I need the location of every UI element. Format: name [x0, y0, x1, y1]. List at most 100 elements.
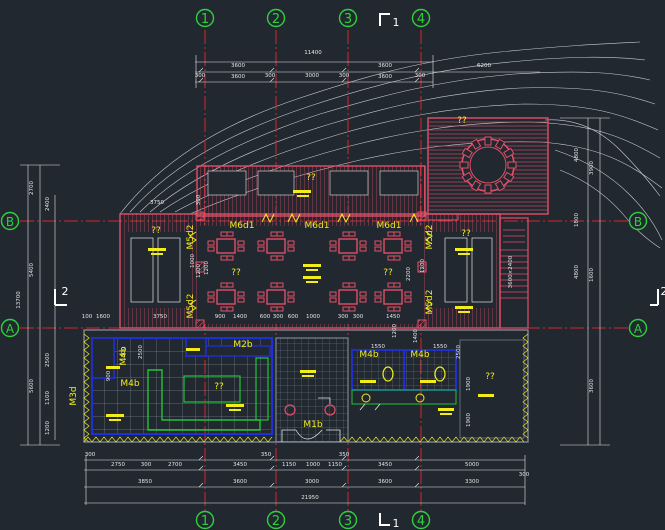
table-chair [342, 231, 350, 237]
table-chair [276, 306, 284, 312]
axis-bubble-A [0, 318, 20, 338]
table-chair [226, 306, 234, 312]
axis-bubble-label: 4 [417, 12, 425, 27]
table-top [383, 289, 403, 305]
dimension-text: 1000 [190, 254, 196, 268]
dimension-text: 5400 [29, 263, 35, 277]
table-chair [393, 306, 401, 312]
round-table-chair [470, 138, 482, 150]
table-chair [220, 231, 228, 237]
axis-bubble-4 [411, 8, 431, 28]
dimension-text: 1200 [420, 259, 426, 273]
dimension-text: 2500 [45, 353, 51, 367]
dimension-text: 1000 [306, 314, 320, 320]
table-top [266, 238, 286, 254]
dimension-text: 300 [265, 73, 276, 79]
dimension-text: 1100 [45, 391, 51, 405]
dimension-text: 3850 [138, 479, 152, 485]
dimension-text: 3750 [150, 200, 164, 206]
section-mark-label: 1 [393, 517, 400, 530]
dimension-text: 4800 [574, 265, 580, 279]
door-label: M6d1 [377, 221, 402, 231]
table-chair [342, 282, 350, 288]
table-chair [257, 297, 265, 303]
service-block [83, 329, 529, 443]
table-top [266, 289, 286, 305]
dining-tables [207, 231, 412, 312]
table-top [383, 238, 403, 254]
axis-bubble-label: 1 [201, 514, 209, 529]
table-chair [270, 255, 278, 261]
door-label: M3d [69, 386, 79, 405]
section-arrow [379, 13, 390, 26]
table-chair [287, 240, 295, 246]
table-chair [359, 297, 367, 303]
dimension-text: 600 [260, 314, 271, 320]
table-top [338, 238, 358, 254]
dimension-text: 2200 [406, 267, 412, 281]
round-table-chair [461, 147, 473, 159]
table-chair [348, 282, 356, 288]
table-chair [237, 246, 245, 252]
dimension-text: 21950 [301, 495, 319, 501]
note-plaques [106, 190, 494, 421]
table-chair [404, 291, 412, 297]
dimension-text: 300 [141, 462, 152, 468]
dimension-text: 2500 [456, 345, 462, 359]
dimension-text: 100 [82, 314, 93, 320]
table-chair [287, 297, 295, 303]
table-chair [220, 255, 228, 261]
room-note: ?? [214, 382, 224, 392]
dining-table [207, 231, 245, 261]
dimension-text: 3600 [589, 379, 595, 393]
table-chair [220, 282, 228, 288]
dimension-text: 1550 [433, 344, 447, 350]
axis-bubble-4 [411, 510, 431, 530]
dining-table [257, 231, 295, 261]
table-chair [359, 240, 367, 246]
dimension-text: 3600 [231, 74, 245, 80]
table-chair [257, 291, 265, 297]
table-chair [393, 282, 401, 288]
dimension-text: 350 [339, 452, 350, 458]
round-table-chair [507, 161, 517, 169]
door-label: M5d2 [425, 225, 435, 250]
axis-bubble-label: 3 [344, 12, 352, 27]
room-note: ?? [383, 268, 393, 278]
section-arrow [379, 513, 390, 526]
dimension-text: 300 [273, 314, 284, 320]
dimension-text: 2400 [45, 197, 51, 211]
table-chair [287, 246, 295, 252]
axis-bubble-1 [195, 510, 215, 530]
dimension-text: 6200 [477, 63, 491, 69]
table-chair [387, 231, 395, 237]
dimension-text: 1550 [371, 344, 385, 350]
table-chair [226, 231, 234, 237]
table-chair [342, 255, 350, 261]
round-table-chair [484, 136, 492, 146]
dimension-text: 300 [519, 472, 530, 478]
table-chair [226, 255, 234, 261]
dimension-text: 3600 [233, 479, 247, 485]
table-chair [207, 240, 215, 246]
round-table-chair [494, 138, 506, 150]
table-chair [276, 255, 284, 261]
door-label: M2b [233, 340, 252, 350]
dimension-text: 1900 [466, 377, 472, 391]
table-chair [393, 255, 401, 261]
axis-bubble-label: A [634, 322, 643, 336]
table-chair [220, 306, 228, 312]
table-chair [237, 240, 245, 246]
round-table-chair [459, 161, 469, 169]
table-chair [374, 291, 382, 297]
dimension-text: 2700 [29, 181, 35, 195]
room-note: ?? [231, 268, 241, 278]
dimension-text: 1200 [392, 324, 398, 338]
table-chair [329, 240, 337, 246]
dimension-text: 3000 [305, 479, 319, 485]
dimension-text: 3300 [465, 479, 479, 485]
